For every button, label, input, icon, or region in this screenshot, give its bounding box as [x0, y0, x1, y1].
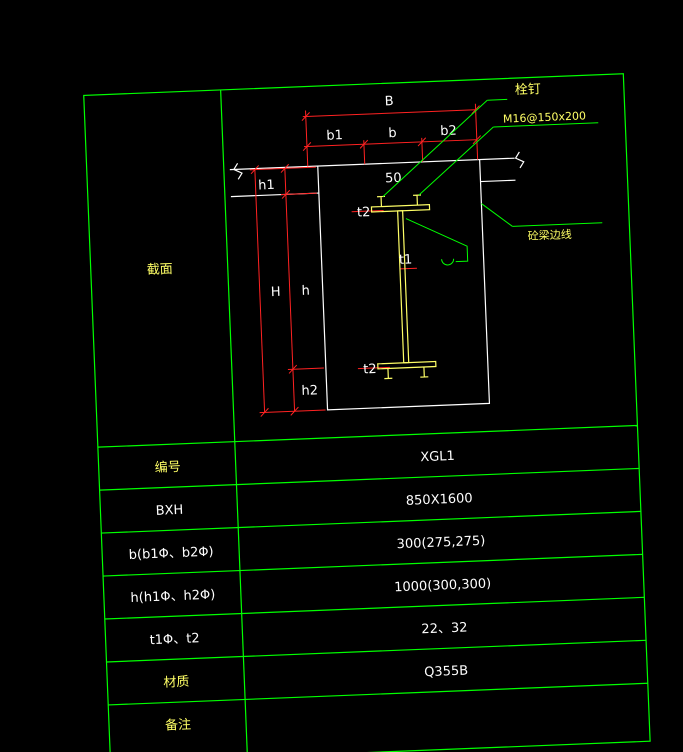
row-value-h: 1000(300,300): [394, 576, 492, 595]
steel-i-section: [370, 194, 437, 380]
dim-h-label: h: [301, 284, 310, 299]
callout-boundary-label: 砼梁边线: [527, 227, 572, 243]
thickness-t1: t1: [399, 252, 413, 268]
row-label-bxh: BXH: [155, 503, 183, 519]
table-row-line: [97, 424, 638, 448]
thickness-t2-top: t2: [357, 205, 371, 221]
row-value-b: 300(275,275): [396, 534, 485, 553]
row-label-id: 编号: [154, 460, 181, 476]
dim-H-label: H: [271, 285, 281, 300]
row-label-b: b(b1Φ、b2Φ): [128, 545, 213, 563]
callout-leaders: [382, 98, 603, 266]
dim-B-label: B: [384, 94, 394, 109]
row-value-material: Q355B: [424, 663, 469, 680]
table-row-line: [101, 510, 641, 534]
table-row-line: [104, 596, 645, 620]
table-column-divider: [220, 89, 249, 752]
table-row-line: [108, 682, 648, 706]
concrete-beam-outline: [229, 151, 525, 411]
dim-b2-label: b2: [440, 123, 457, 139]
table-text: 编号 XGL1 BXH 850X1600 b(b1Φ、b2Φ) 300(275,…: [128, 449, 492, 734]
dim-50-label: 50: [385, 171, 402, 187]
row-label-h: h(h1Φ、h2Φ): [130, 588, 215, 606]
table-outer-border: [83, 73, 651, 752]
callout-stud-label: 栓钉: [515, 82, 542, 98]
callout-stud-spec: M16@150x200: [503, 109, 586, 125]
dimension-lines: [249, 103, 482, 417]
table-row-line: [106, 639, 647, 663]
row-label-material: 材质: [163, 675, 190, 691]
section-label: 截面: [147, 262, 174, 278]
table-grid: [83, 73, 651, 752]
row-label-t: t1Φ、t2: [149, 631, 200, 648]
row-value-t: 22、32: [421, 620, 468, 637]
table-row-line: [99, 467, 640, 491]
row-value-id: XGL1: [420, 449, 455, 465]
table-row-line: [103, 553, 643, 577]
row-value-bxh: 850X1600: [406, 491, 473, 509]
row-label-remark: 备注: [165, 717, 192, 734]
dim-h1-label: h1: [258, 178, 275, 194]
thickness-t2-bottom: t2: [363, 362, 377, 378]
dim-h2-label: h2: [301, 383, 318, 399]
dim-b-label: b: [388, 126, 397, 141]
dim-b1-label: b1: [326, 128, 343, 144]
